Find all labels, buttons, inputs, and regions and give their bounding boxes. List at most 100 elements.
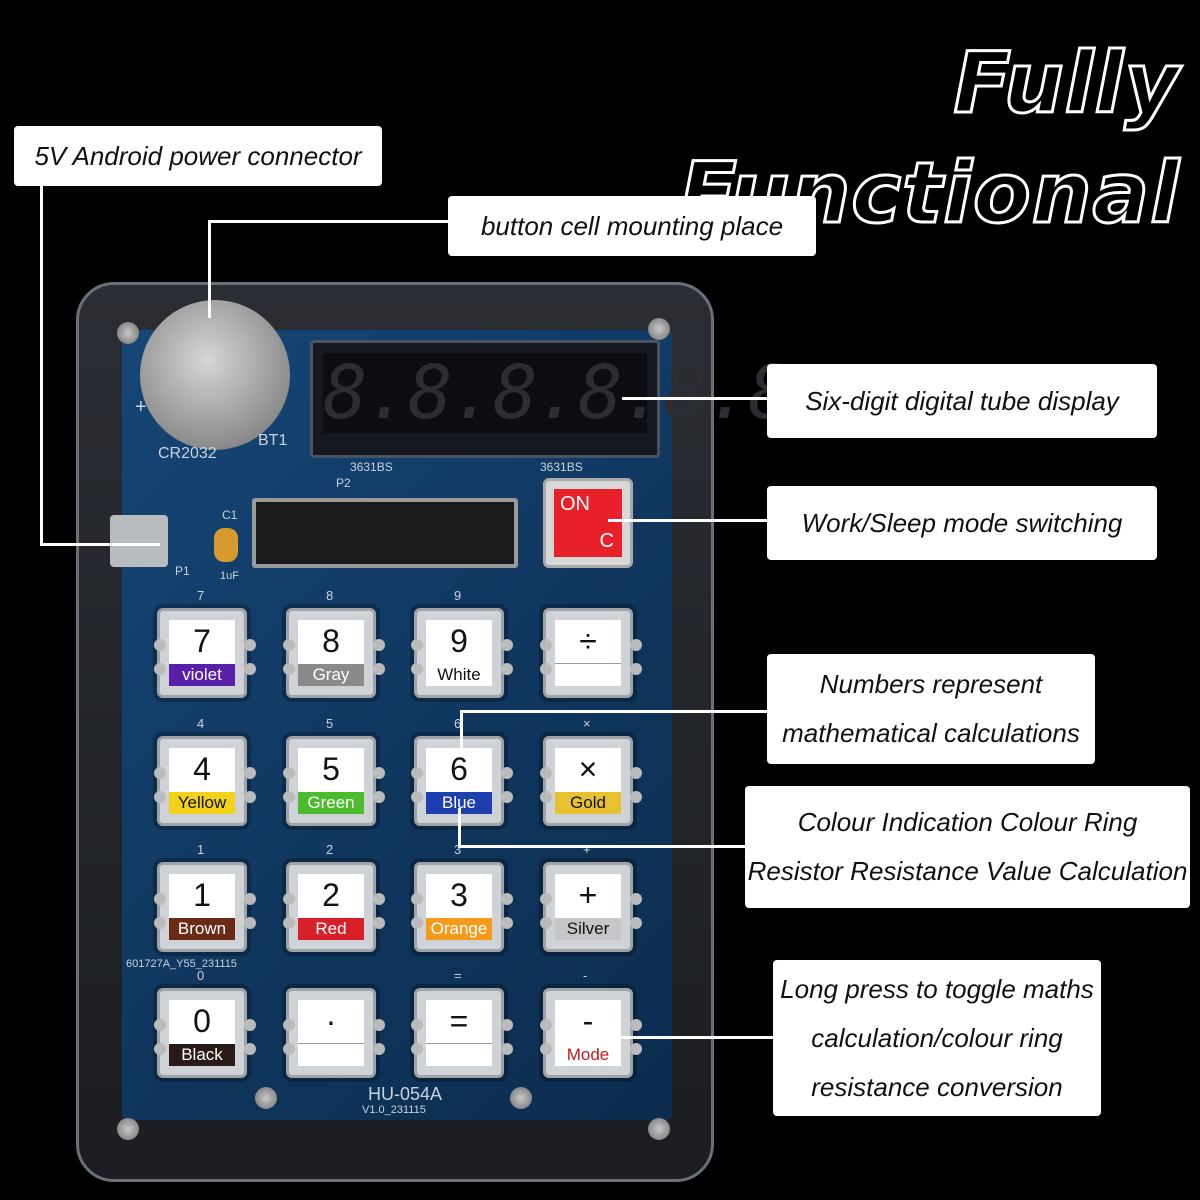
key-=[interactable]: =: [411, 988, 513, 1078]
callout-long-press-line1: Long press to toggle maths: [780, 973, 1094, 1004]
key--[interactable]: -Mode: [540, 988, 642, 1078]
key-7[interactable]: 7 violet: [154, 608, 256, 698]
key-colour-label: [298, 1043, 364, 1066]
callout-long-press-line3: resistance conversion: [811, 1071, 1063, 1102]
callout-power-text: 5V Android power connector: [34, 140, 362, 171]
key-silk-label: 3: [454, 842, 462, 857]
key-pin: [501, 791, 513, 803]
plus-mark: +: [135, 396, 147, 418]
on-label: ON: [560, 493, 590, 515]
key-pin: [373, 791, 385, 803]
key-pin: [540, 791, 552, 803]
c-label: C: [599, 530, 614, 552]
on-clear-face: ON C: [554, 489, 622, 557]
key-face: +Silver: [555, 874, 621, 940]
leader-power-v: [40, 186, 43, 545]
key-symbol: 7: [193, 623, 211, 659]
headline: Fully Functional: [678, 33, 1181, 244]
key-pin: [244, 1019, 256, 1031]
display-part-label-2: 3631BS: [540, 460, 583, 474]
key-pin: [244, 893, 256, 905]
key-silk-label: 0: [197, 968, 205, 983]
key-pin: [411, 1019, 423, 1031]
key-pin: [630, 1019, 642, 1031]
board-version: V1.0_231115: [362, 1104, 426, 1116]
bt-label: BT1: [258, 432, 288, 449]
display-digits: 8.8.8.8.8.8.: [323, 350, 836, 436]
cap-label: C1: [222, 508, 238, 522]
key-pin: [630, 767, 642, 779]
key-·[interactable]: ·: [283, 988, 385, 1078]
key-×[interactable]: ×Gold: [540, 736, 642, 826]
key-pin: [540, 1019, 552, 1031]
key-pin: [540, 1043, 552, 1055]
leader-long-press: [612, 1036, 773, 1039]
key-pin: [154, 663, 166, 675]
p1-label: P1: [175, 564, 190, 578]
key-silk-label: 7: [197, 588, 205, 603]
leader-display: [622, 397, 767, 400]
pcb-code: 601727A_Y55_231115: [126, 958, 237, 970]
key-colour-label: Mode: [555, 1044, 621, 1066]
key-silk-label: 8: [326, 588, 334, 603]
key-pin: [244, 767, 256, 779]
key-colour-label: Green: [298, 792, 364, 814]
key-silk-label: =: [454, 968, 462, 983]
callout-display-text: Six-digit digital tube display: [805, 385, 1119, 416]
key-pin: [501, 1043, 513, 1055]
callout-work-sleep: Work/Sleep mode switching: [767, 486, 1157, 560]
key-face: ÷: [555, 620, 621, 686]
key-symbol: 4: [193, 751, 211, 787]
key-pin: [501, 639, 513, 651]
screw-bottom-right: [648, 1118, 670, 1140]
key-pin: [540, 917, 552, 929]
key-colour-label: Black: [169, 1044, 235, 1066]
on-clear-key[interactable]: ON C: [543, 478, 633, 568]
key-pin: [244, 1043, 256, 1055]
screw-top-right: [648, 318, 670, 340]
key-pin: [154, 917, 166, 929]
usb-connector: [110, 515, 168, 567]
p2-label: P2: [336, 476, 351, 490]
key-pin: [154, 1043, 166, 1055]
key-pin: [373, 767, 385, 779]
key-symbol: ÷: [579, 623, 597, 659]
key-silk-label: 2: [326, 842, 334, 857]
key-colour-label: Gold: [555, 792, 621, 814]
key-symbol: 9: [450, 623, 468, 659]
key-colour-label: violet: [169, 664, 235, 686]
key-pin: [630, 1043, 642, 1055]
key-pin: [540, 767, 552, 779]
key-pin: [244, 639, 256, 651]
key-pin: [411, 917, 423, 929]
key-pin: [283, 791, 295, 803]
key-face: -Mode: [555, 1000, 621, 1066]
key-pin: [373, 917, 385, 929]
key-pin: [630, 893, 642, 905]
callout-power-connector: 5V Android power connector: [14, 126, 382, 186]
key-÷[interactable]: ÷: [540, 608, 642, 698]
key-colour-label: White: [426, 664, 492, 686]
screw-mid-right: [510, 1087, 532, 1109]
key-+[interactable]: +Silver: [540, 862, 642, 952]
callout-display: Six-digit digital tube display: [767, 364, 1157, 438]
key-face: ×Gold: [555, 748, 621, 814]
key-colour-label: Yellow: [169, 792, 235, 814]
key-silk-label: 5: [326, 716, 334, 731]
key-pin: [154, 1019, 166, 1031]
key-symbol: ·: [325, 1003, 337, 1039]
key-pin: [283, 917, 295, 929]
